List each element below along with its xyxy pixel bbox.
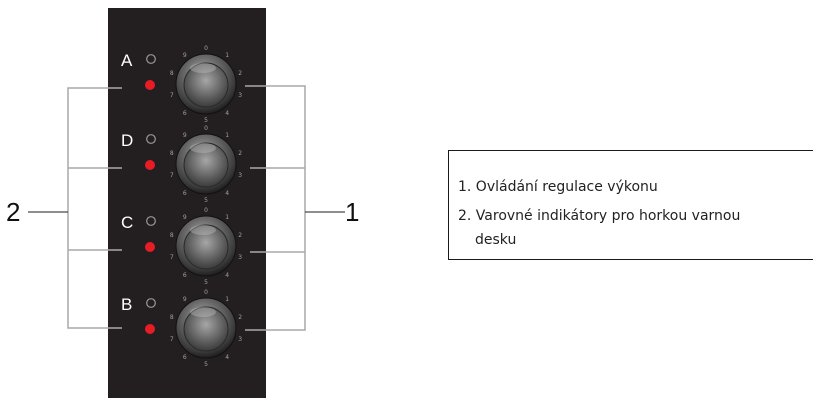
zone-control-d: D 0 1 2 3 4 5 6 7 8 9 bbox=[121, 125, 242, 204]
power-control-knob[interactable] bbox=[175, 133, 237, 195]
zone-letter: B bbox=[121, 295, 132, 314]
hot-warning-indicator bbox=[145, 324, 155, 334]
dial-number: 0 bbox=[204, 207, 208, 214]
hot-warning-indicator bbox=[145, 80, 155, 90]
dial-number: 9 bbox=[183, 132, 187, 139]
dial-number: 0 bbox=[204, 289, 208, 296]
dial-number: 3 bbox=[238, 172, 242, 179]
dial-number: 8 bbox=[170, 70, 174, 77]
dial-number: 2 bbox=[238, 150, 242, 157]
zone-letter: A bbox=[121, 51, 133, 70]
legend-item-hot-warning: 2. Varovné indikátory pro horkou varnou bbox=[458, 208, 741, 224]
left-bracket bbox=[67, 87, 122, 329]
dial-number: 6 bbox=[183, 190, 187, 197]
right-bracket bbox=[245, 85, 306, 331]
dial-number: 8 bbox=[170, 232, 174, 239]
dial-number: 4 bbox=[225, 190, 229, 197]
dial-number: 9 bbox=[183, 214, 187, 221]
legend-item-power-control: 1. Ovládání regulace výkonu bbox=[458, 179, 658, 195]
dial-number: 7 bbox=[170, 254, 174, 261]
dial-number: 1 bbox=[225, 214, 229, 221]
dial-number: 5 bbox=[204, 279, 208, 286]
dial-number: 6 bbox=[183, 272, 187, 279]
dial-number: 0 bbox=[204, 45, 208, 52]
indicator-off-light bbox=[146, 134, 156, 144]
dial-number: 4 bbox=[225, 354, 229, 361]
zone-control-b: B 0 1 2 3 4 5 6 7 8 9 bbox=[121, 289, 242, 368]
dial-number: 2 bbox=[238, 232, 242, 239]
dial-number: 8 bbox=[170, 150, 174, 157]
dial-number: 2 bbox=[238, 314, 242, 321]
zone-letter: C bbox=[121, 213, 133, 232]
dial-number: 6 bbox=[183, 110, 187, 117]
dial-number: 9 bbox=[183, 52, 187, 59]
dial-number: 3 bbox=[238, 92, 242, 99]
dial-number: 6 bbox=[183, 354, 187, 361]
zone-control-a: A 0 1 2 3 4 5 6 7 8 9 bbox=[121, 45, 242, 124]
indicator-off-light bbox=[146, 298, 156, 308]
dial-number: 7 bbox=[170, 172, 174, 179]
dial-number: 7 bbox=[170, 336, 174, 343]
power-control-knob[interactable] bbox=[175, 297, 237, 359]
zone-control-c: C 0 1 2 3 4 5 6 7 8 9 bbox=[121, 207, 242, 286]
dial-number: 8 bbox=[170, 314, 174, 321]
dial-number: 3 bbox=[238, 336, 242, 343]
hot-warning-indicator bbox=[145, 242, 155, 252]
power-control-knob[interactable] bbox=[175, 53, 237, 115]
legend-box: 1. Ovládání regulace výkonu 2. Varovné i… bbox=[448, 150, 813, 260]
dial-number: 5 bbox=[204, 197, 208, 204]
dial-number: 0 bbox=[204, 125, 208, 132]
dial-number: 5 bbox=[204, 117, 208, 124]
dial-number: 5 bbox=[204, 361, 208, 368]
zone-letter: D bbox=[121, 131, 133, 150]
dial-number: 7 bbox=[170, 92, 174, 99]
indicator-off-light bbox=[146, 54, 156, 64]
dial-number: 1 bbox=[225, 52, 229, 59]
dial-number: 2 bbox=[238, 70, 242, 77]
dial-number: 4 bbox=[225, 110, 229, 117]
callout-number-right: 1 bbox=[345, 197, 359, 227]
dial-number: 9 bbox=[183, 296, 187, 303]
power-control-knob[interactable] bbox=[175, 215, 237, 277]
hot-warning-indicator bbox=[145, 160, 155, 170]
legend-item-hot-warning-cont: desku bbox=[475, 232, 517, 248]
indicator-off-light bbox=[146, 216, 156, 226]
dial-number: 4 bbox=[225, 272, 229, 279]
dial-number: 3 bbox=[238, 254, 242, 261]
dial-number: 1 bbox=[225, 296, 229, 303]
dial-number: 1 bbox=[225, 132, 229, 139]
callout-number-left: 2 bbox=[6, 197, 20, 227]
